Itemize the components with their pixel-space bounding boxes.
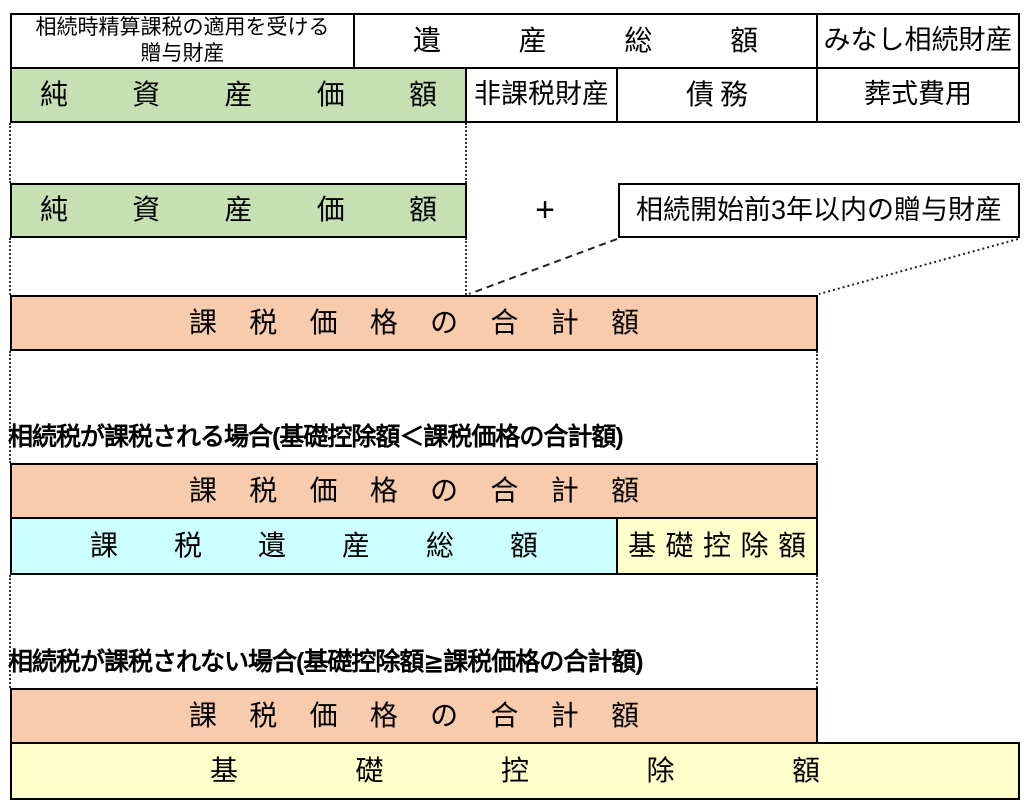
connector-left-2 bbox=[9, 238, 11, 295]
box-taxable-estate-total-label: 課税遺産総額 bbox=[90, 529, 538, 561]
heading-taxable-case: 相続税が課税される場合(基礎控除額＜課税価格の合計額) bbox=[8, 423, 624, 451]
box-gross-estate-label: 遺産総額 bbox=[413, 24, 758, 56]
box-basic-deduction-small: 基礎控除額 bbox=[616, 517, 818, 575]
box-settlement-gift: 相続時精算課税の適用を受ける 贈与財産 bbox=[10, 13, 355, 69]
box-taxable-price-total-3-label: 課税価格の合計額 bbox=[189, 699, 639, 731]
box-debts-label: 債務 bbox=[685, 78, 754, 110]
box-net-asset-value-2: 純資産価額 bbox=[10, 183, 467, 238]
box-taxable-price-total-3: 課税価格の合計額 bbox=[10, 688, 818, 744]
connector-left-4 bbox=[9, 575, 11, 688]
box-taxable-price-total-2: 課税価格の合計額 bbox=[10, 463, 818, 519]
diagonal-dotted-right bbox=[818, 238, 1019, 295]
connector-right-4 bbox=[816, 575, 818, 688]
box-basic-deduction-wide: 基礎控除額 bbox=[10, 742, 1020, 800]
box-settlement-gift-label: 相続時精算課税の適用を受ける 贈与財産 bbox=[35, 15, 330, 65]
box-taxable-price-total-1-label: 課税価格の合計額 bbox=[189, 306, 639, 338]
connector-right-3 bbox=[816, 351, 818, 463]
connector-left-3 bbox=[9, 351, 11, 463]
box-basic-deduction-wide-label: 基礎控除額 bbox=[210, 754, 820, 786]
box-funeral-expenses: 葬式費用 bbox=[816, 67, 1020, 123]
heading-not-taxable-case: 相続税が課税されない場合(基礎控除額≧課税価格の合計額) bbox=[8, 648, 644, 676]
box-taxable-estate-total: 課税遺産総額 bbox=[10, 517, 618, 575]
box-basic-deduction-small-label: 基礎控除額 bbox=[628, 529, 806, 561]
box-gift-within-3-years: 相続開始前3年以内の贈与財産 bbox=[618, 183, 1020, 238]
connector-mid-2 bbox=[465, 238, 467, 295]
box-gift-within-3-years-label: 相続開始前3年以内の贈与財産 bbox=[635, 194, 1002, 225]
box-deemed-inheritance: みなし相続財産 bbox=[816, 13, 1020, 69]
box-funeral-expenses-label: 葬式費用 bbox=[864, 79, 972, 110]
box-net-asset-value-1-label: 純資産価額 bbox=[40, 78, 437, 110]
connector-mid-1 bbox=[465, 123, 467, 183]
box-nontaxable-property-label: 非課税財産 bbox=[474, 79, 609, 110]
box-taxable-price-total-1: 課税価格の合計額 bbox=[10, 295, 818, 351]
box-nontaxable-property: 非課税財産 bbox=[465, 67, 618, 123]
connector-left-1 bbox=[9, 123, 11, 183]
box-taxable-price-total-2-label: 課税価格の合計額 bbox=[189, 474, 639, 506]
box-net-asset-value-2-label: 純資産価額 bbox=[40, 194, 437, 226]
plus-operator: + bbox=[535, 191, 555, 229]
box-deemed-inheritance-label: みなし相続財産 bbox=[823, 25, 1013, 56]
diagonal-dashed-left bbox=[468, 238, 618, 295]
box-gross-estate: 遺産総額 bbox=[353, 13, 818, 69]
box-debts: 債務 bbox=[616, 67, 818, 123]
box-net-asset-value-1: 純資産価額 bbox=[10, 67, 467, 123]
